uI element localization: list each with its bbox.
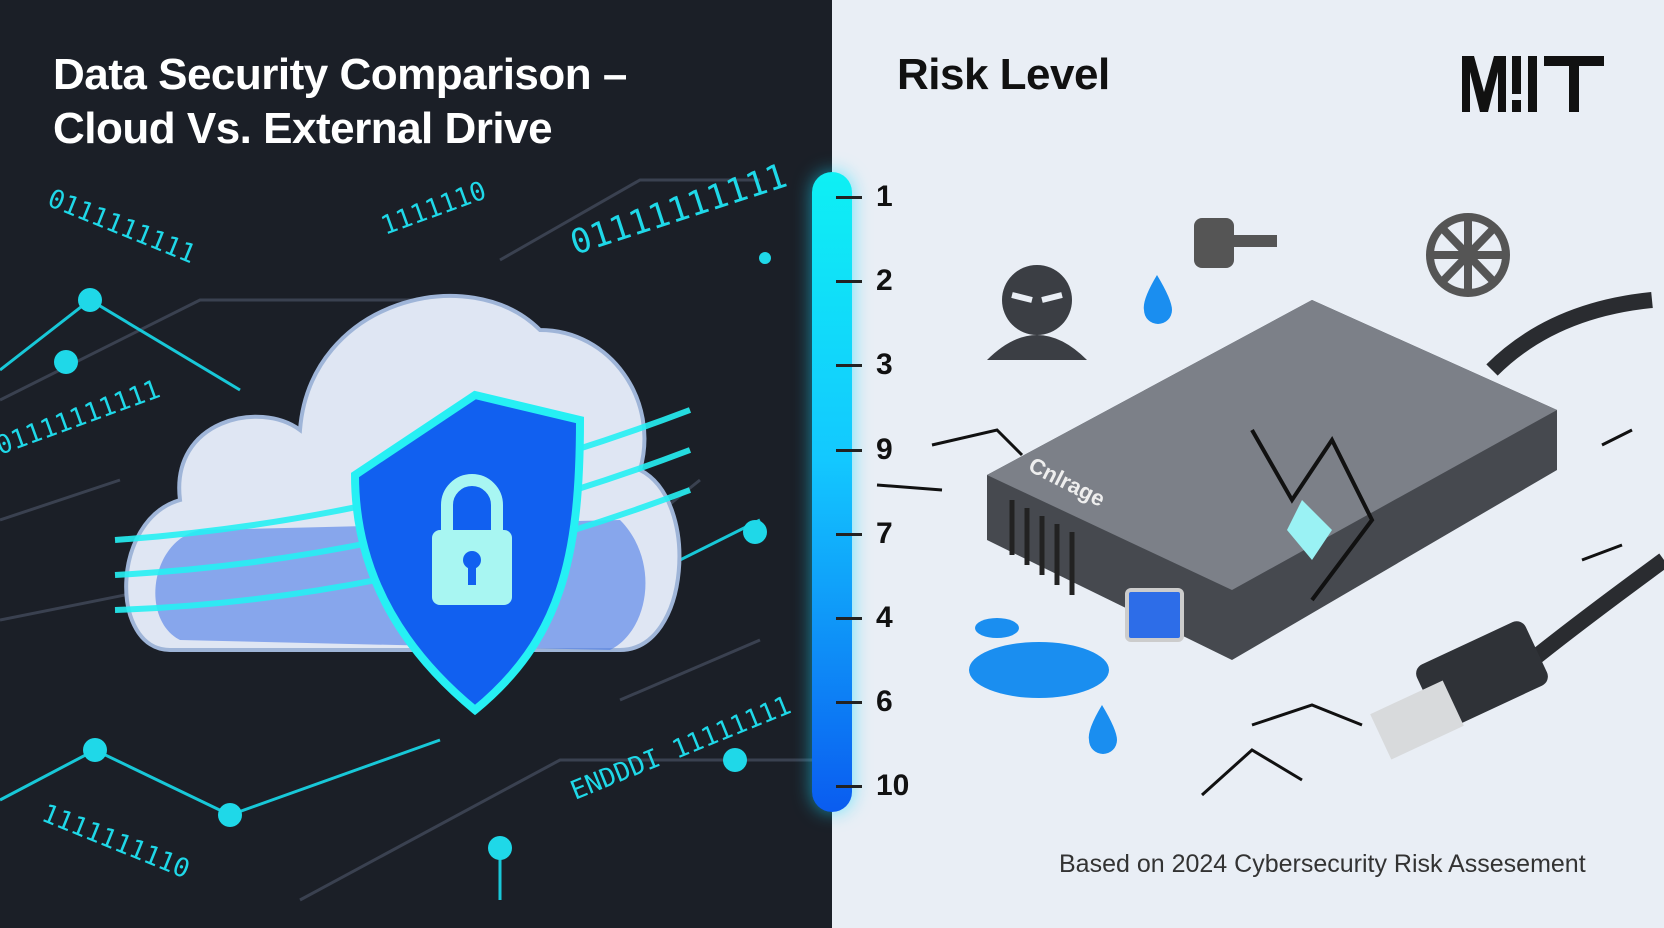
binary-text: 0111111111: [43, 184, 199, 270]
scale-tick: [836, 533, 862, 536]
hacker-icon: [987, 265, 1087, 360]
risk-level-scale: [812, 172, 852, 812]
scale-tick: [836, 617, 862, 620]
binary-text: 1111110: [377, 176, 490, 242]
risk-level-heading: Risk Level: [897, 50, 1110, 99]
scale-tick: [836, 701, 862, 704]
scale-tick: [836, 280, 862, 283]
scale-label: 9: [876, 433, 893, 466]
page-title: Data Security Comparison – Cloud Vs. Ext…: [53, 48, 627, 156]
binary-text: ENDDDI 11111111: [566, 691, 795, 807]
scale-label: 6: [876, 685, 893, 718]
title-line-1: Data Security Comparison –: [53, 50, 627, 99]
scale-label: 1: [876, 180, 893, 213]
source-footnote: Based on 2024 Cybersecurity Risk Assesem…: [1059, 850, 1586, 878]
scale-tick: [836, 196, 862, 199]
binary-text: 1111111110: [37, 799, 193, 885]
drive-illustration: Cnlrage: [876, 213, 1664, 797]
miit-logo: [1462, 56, 1604, 112]
drive-panel: Cnlrage Risk Level: [832, 0, 1664, 928]
scale-tick: [836, 785, 862, 788]
scale-label: 10: [876, 769, 910, 802]
fan-icon: [1426, 213, 1510, 297]
external-drive-icon: Cnlrage: [987, 300, 1557, 660]
shield-lock-icon: [350, 390, 585, 716]
cloud-panel: 0111111111 1111110 01111111111 011111111…: [0, 0, 832, 928]
binary-text: 01111111111: [565, 156, 792, 264]
scale-label: 3: [876, 348, 893, 381]
scale-label: 7: [876, 517, 893, 550]
scale-tick: [836, 449, 862, 452]
usb-cable-icon: [1370, 292, 1664, 760]
scale-label: 2: [876, 264, 893, 297]
title-line-2: Cloud Vs. External Drive: [53, 104, 553, 153]
circuit-background: 0111111111 1111110 01111111111 011111111…: [0, 156, 832, 902]
water-drop-icon: [1143, 275, 1172, 324]
scale-tick: [836, 364, 862, 367]
key-icon: [1194, 218, 1277, 268]
scale-label: 4: [876, 601, 893, 634]
